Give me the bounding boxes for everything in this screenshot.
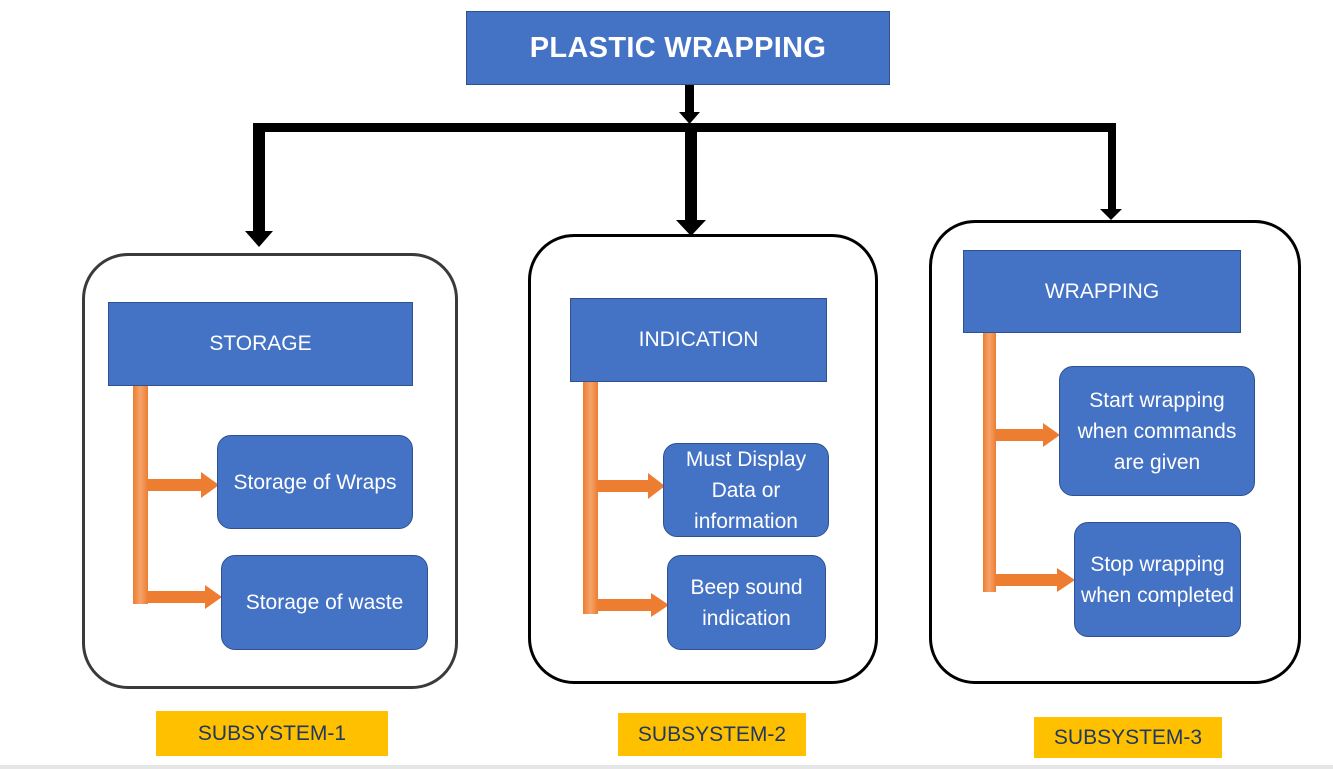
tree-connector [245, 85, 1122, 247]
indication-item-2: Beep sound indication [667, 555, 826, 650]
storage-item-1: Storage of Wraps [217, 435, 413, 529]
subsystem-2-container [528, 234, 878, 684]
wrapping-item-2-label: Stop wrapping when completed [1081, 552, 1234, 607]
subsystem-2-tag-label: SUBSYSTEM-2 [637, 722, 787, 746]
subsystem-3-tag: SUBSYSTEM-3 [1034, 717, 1222, 758]
wrapping-item-2: Stop wrapping when completed [1074, 522, 1241, 637]
storage-item-1-label: Storage of Wraps [233, 470, 397, 494]
wrapping-header: WRAPPING [963, 250, 1241, 333]
orange-connector-1 [133, 386, 222, 609]
bottom-divider [0, 765, 1333, 769]
subsystem-1-tag: SUBSYSTEM-1 [156, 711, 388, 756]
subsystem-1-tag-label: SUBSYSTEM-1 [197, 721, 347, 745]
storage-item-2-label: Storage of waste [245, 591, 404, 614]
root-node: PLASTIC WRAPPING [466, 11, 890, 85]
subsystem-3-container [929, 220, 1301, 684]
orange-connector-2 [583, 382, 669, 617]
indication-header: INDICATION [570, 298, 827, 382]
storage-header: STORAGE [108, 302, 413, 386]
storage-header-label: STORAGE [209, 332, 312, 355]
storage-item-2: Storage of waste [221, 555, 428, 650]
orange-connector-3 [983, 333, 1075, 592]
indication-header-label: INDICATION [638, 328, 759, 351]
indication-item-2-label: Beep sound indication [690, 575, 803, 630]
root-node-label: PLASTIC WRAPPING [529, 31, 827, 64]
subsystem-3-tag-label: SUBSYSTEM-3 [1053, 725, 1203, 749]
wrapping-item-1: Start wrapping when commands are given [1059, 366, 1255, 496]
indication-item-1: Must Display Data or information [663, 443, 829, 537]
subsystem-1-container [82, 253, 458, 689]
indication-item-1-label: Must Display Data or information [685, 447, 807, 533]
wrapping-item-1-label: Start wrapping when commands are given [1077, 388, 1237, 474]
subsystem-2-tag: SUBSYSTEM-2 [618, 713, 806, 756]
wrapping-header-label: WRAPPING [1044, 279, 1160, 303]
